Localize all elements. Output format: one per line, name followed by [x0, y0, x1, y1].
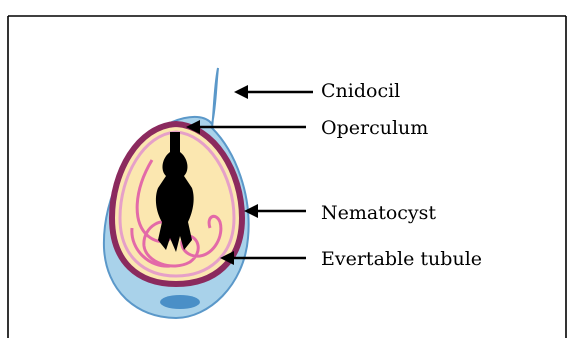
- cnidocil-arrow: [234, 85, 313, 99]
- nematocyst-arrow: [244, 204, 306, 218]
- nucleus: [160, 295, 200, 309]
- label-nematocyst: Nematocyst: [321, 202, 436, 224]
- cnidocyte-cell: [104, 68, 249, 318]
- label-evertable-tubule: Evertable tubule: [321, 248, 482, 270]
- label-operculum: Operculum: [321, 117, 428, 139]
- diagram-labels: Cnidocil Operculum Nematocyst Evertable …: [321, 80, 482, 270]
- figure-frame: [8, 16, 566, 338]
- evertable-tubule-arrow: [220, 251, 306, 265]
- label-cnidocil: Cnidocil: [321, 80, 400, 102]
